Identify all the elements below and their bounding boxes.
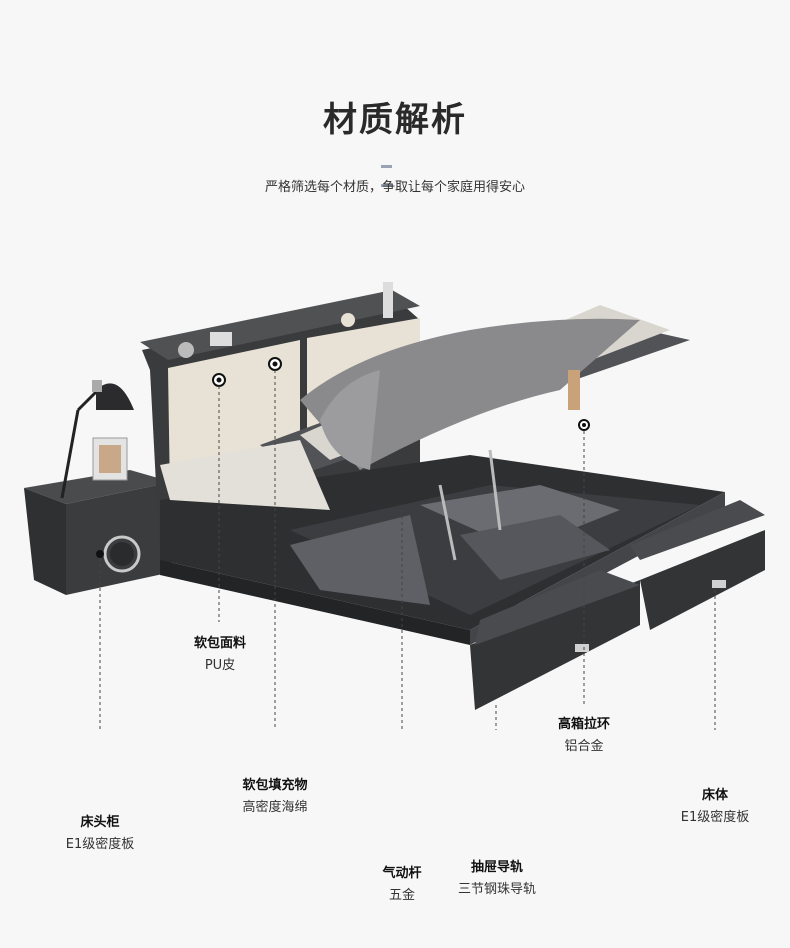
- mattress-image: [160, 305, 690, 510]
- page-subtitle: 严格筛选每个材质，争取让每个家庭用得安心: [264, 180, 525, 195]
- callout-spec: 高密度海绵: [242, 800, 308, 815]
- callout-spec: 三节钢珠导轨: [457, 882, 536, 897]
- callout-upholstery-fabric: 软包面料 PU皮: [184, 633, 256, 677]
- callout-spec: E1级密度板: [65, 837, 135, 852]
- drawer-image: [470, 500, 765, 710]
- callout-gas-strut: 气动杆 五金: [372, 863, 432, 907]
- callout-name: 床头柜: [80, 815, 120, 830]
- leader-lines: [99, 370, 716, 730]
- callout-name: 软包填充物: [242, 778, 308, 793]
- callout-storage-pull-ring: 高箱拉环 铝合金: [548, 714, 620, 758]
- callout-spec: 铝合金: [564, 739, 604, 754]
- callout-nightstand: 床头柜 E1级密度板: [60, 812, 140, 856]
- title-divider: [381, 153, 409, 187]
- callout-name: 软包面料: [193, 636, 246, 651]
- callout-name: 高箱拉环: [557, 717, 610, 732]
- callout-name: 抽屉导轨: [470, 860, 523, 875]
- callout-name: 床体: [701, 788, 728, 803]
- page-title: 材质解析: [323, 100, 467, 140]
- callout-bed-frame: 床体 E1级密度板: [672, 785, 758, 829]
- callout-drawer-rail: 抽屉导轨 三节钢珠导轨: [452, 857, 542, 901]
- callout-name: 气动杆: [382, 866, 422, 881]
- callout-spec: 五金: [388, 888, 415, 903]
- callout-spec: PU皮: [204, 658, 236, 673]
- callout-upholstery-filling: 软包填充物 高密度海绵: [230, 775, 320, 819]
- nightstand-image: [24, 380, 172, 595]
- callout-markers: [578, 419, 590, 431]
- callout-spec: E1级密度板: [680, 810, 750, 825]
- bed-illustration: [24, 282, 765, 730]
